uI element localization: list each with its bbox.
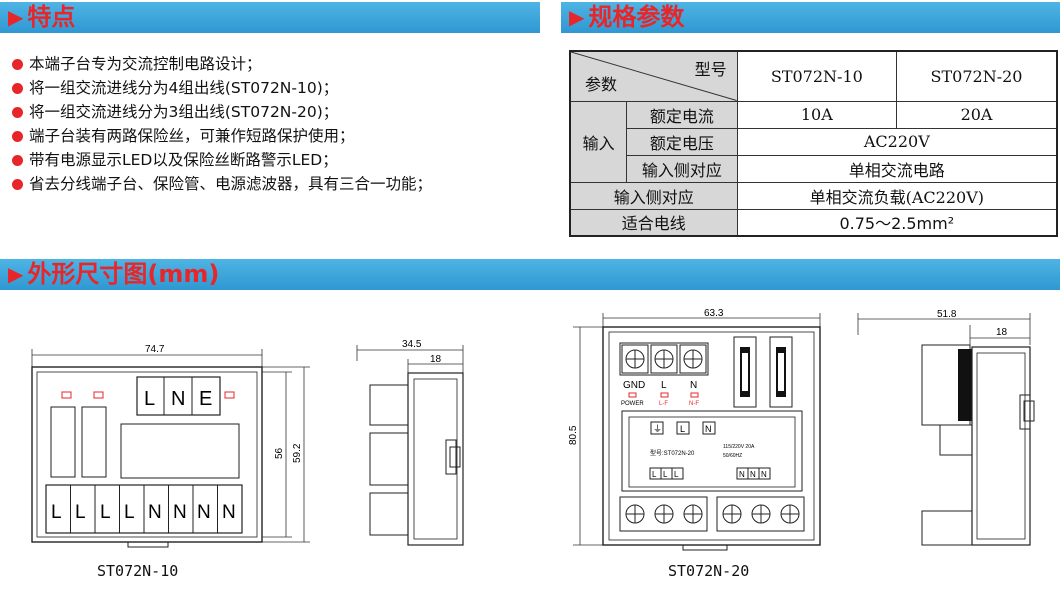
label-model: 型号:ST072N-20 <box>650 449 695 457</box>
bottom-terminal-row <box>619 496 805 532</box>
terminal-label: L <box>661 380 667 391</box>
feature-item: 省去分线端子台、保险管、电源滤波器，具有三合一功能； <box>12 172 552 196</box>
bullet-icon <box>12 130 23 142</box>
bullet-icon <box>12 106 23 118</box>
feature-item: 将一组交流进线分为3组出线(ST072N-20)； <box>12 100 552 124</box>
features-title: 特点 <box>27 3 76 31</box>
label-out-l: L <box>674 470 679 479</box>
row-label: 额定电流 <box>626 100 738 129</box>
led-label: L-F <box>659 401 668 407</box>
label-freq: 50/60HZ <box>723 453 742 459</box>
row-label: 额定电压 <box>626 127 738 156</box>
label-symbol: N <box>705 424 712 434</box>
terminal-label: L <box>124 502 135 523</box>
model-b: ST072N-20 <box>896 50 1058 102</box>
triangle-icon: ▶ <box>8 262 24 286</box>
header-model: 型号 <box>694 60 727 79</box>
caption-st072n-20: ST072N-20 <box>668 562 750 580</box>
terminal-label: E <box>199 388 212 410</box>
label-out-n: N <box>739 470 745 479</box>
terminal-label: N <box>173 502 187 523</box>
row-value: AC220V <box>736 127 1058 156</box>
bullet-icon <box>12 82 23 94</box>
label-out-l: L <box>663 470 668 479</box>
terminal-label: GND <box>623 380 645 391</box>
model-a: ST072N-10 <box>736 50 898 102</box>
led-label: POWER <box>621 401 644 407</box>
terminal-label: L <box>51 502 62 523</box>
wire-label: 适合电线 <box>569 208 738 237</box>
dimensions-title: 外形尺寸图(mm) <box>27 260 220 288</box>
row-value: 20A <box>896 100 1058 129</box>
spec-title: 规格参数 <box>588 3 685 31</box>
features-list: 本端子台专为交流控制电路设计； 将一组交流进线分为4组出线(ST072N-10)… <box>12 52 552 196</box>
terminal-label: L <box>75 502 86 523</box>
side-width-dim: 34.5 <box>402 339 422 350</box>
label-out-n: N <box>750 470 756 479</box>
output-value: 单相交流负载(AC220V) <box>736 181 1058 210</box>
features-banner: ▶ 特点 <box>0 2 540 33</box>
top-terminal-row <box>619 342 709 376</box>
row-label: 输入侧对应 <box>626 154 738 183</box>
side-inner-dim-20: 18 <box>996 327 1008 338</box>
input-group-label: 输入 <box>569 100 628 183</box>
terminal-label: L <box>144 388 155 410</box>
led-label: N-F <box>689 401 699 407</box>
height-inner-dim: 56 <box>274 447 285 459</box>
label-out-l: L <box>652 470 657 479</box>
side-inner-dim: 18 <box>430 354 442 365</box>
triangle-icon: ▶ <box>8 5 24 29</box>
row-value: 单相交流电路 <box>736 154 1058 183</box>
feature-item: 带有电源显示LED以及保险丝断路警示LED； <box>12 148 552 172</box>
height-dim-20: 80.5 <box>568 425 579 445</box>
bullet-icon <box>12 154 23 166</box>
feature-item: 端子台装有两路保险丝，可兼作短路保护使用； <box>12 124 552 148</box>
feature-item: 本端子台专为交流控制电路设计； <box>12 52 552 76</box>
spec-banner: ▶ 规格参数 <box>561 2 1060 33</box>
width-dim: 74.7 <box>145 344 165 355</box>
bottom-terminal-row: L L L L N N N N <box>51 485 236 533</box>
header-param: 参数 <box>585 74 618 94</box>
label-out-n: N <box>761 470 767 479</box>
st072n-20-side-drawing: 51.8 18 <box>857 309 1035 546</box>
output-label: 输入侧对应 <box>569 181 738 210</box>
terminal-label: N <box>222 502 236 523</box>
terminal-label: L <box>100 502 111 523</box>
dimensions-banner: ▶ 外形尺寸图(mm) <box>0 259 1060 290</box>
label-rating: 115/220V 20A <box>723 444 755 450</box>
terminal-label: N <box>690 380 697 391</box>
ground-symbol-icon: ⏚ <box>653 424 662 434</box>
st072n-20-front-drawing: 63.3 80.5 GND L N POWER L-F N-F ⏚ L N 型号… <box>568 308 821 551</box>
spec-header-corner: 型号 参数 <box>569 50 738 102</box>
terminal-label: N <box>171 388 185 410</box>
label-symbol: L <box>680 424 685 434</box>
feature-item: 将一组交流进线分为4组出线(ST072N-10)； <box>12 76 552 100</box>
wire-value: 0.75～2.5mm² <box>736 208 1058 237</box>
spec-table: 型号 参数 ST072N-10 ST072N-20 输入 额定电流 10A 20… <box>569 50 1058 237</box>
st072n-10-front-drawing: 74.7 L N E L L L L N N N N 56 59.2 <box>31 344 310 548</box>
bullet-icon <box>12 178 23 190</box>
side-width-dim-20: 51.8 <box>937 309 957 320</box>
caption-st072n-10: ST072N-10 <box>97 562 179 580</box>
height-outer-dim: 59.2 <box>292 443 303 463</box>
diagonal-line <box>571 52 737 101</box>
width-dim-20: 63.3 <box>704 308 724 319</box>
row-value: 10A <box>736 100 898 129</box>
triangle-icon: ▶ <box>569 5 585 29</box>
terminal-label: N <box>197 502 211 523</box>
bullet-icon <box>12 58 23 70</box>
terminal-label: N <box>148 502 162 523</box>
st072n-10-side-drawing: 34.5 18 <box>356 339 464 546</box>
